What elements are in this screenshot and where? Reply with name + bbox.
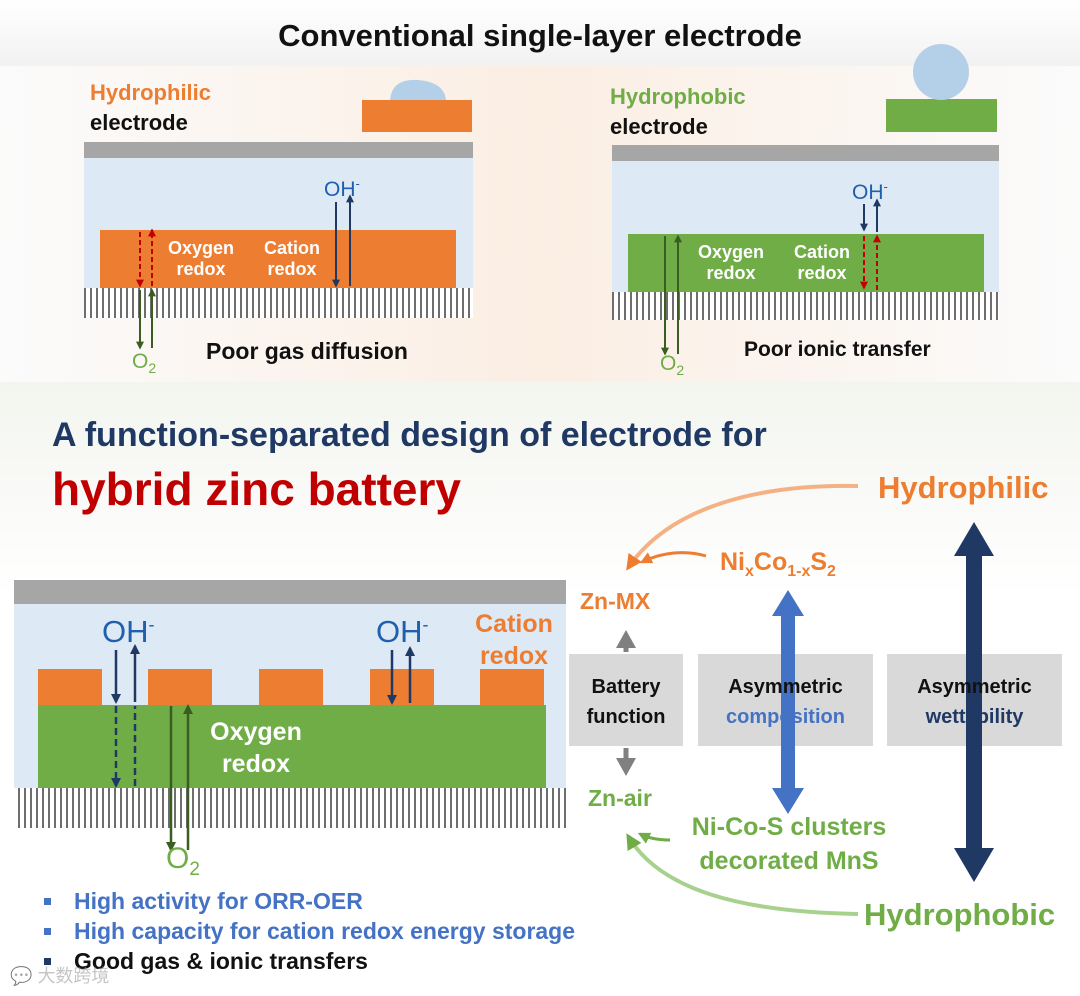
composition-arrowhead-up [772, 590, 804, 616]
poor-gas-diffusion-caption: Poor gas diffusion [206, 338, 408, 364]
zn-mx-label: Zn-MX [580, 588, 651, 614]
hydroxide-label: OH- [376, 614, 429, 649]
bullet-square-icon [44, 898, 51, 905]
cation-redox-block [259, 669, 323, 705]
page-title: Conventional single-layer electrode [278, 18, 802, 53]
design-heading: A function-separated design of electrode… [52, 416, 767, 454]
cation-redox-block [38, 669, 102, 705]
hydrophilic-electrode-diagram [84, 79, 473, 350]
current-collector-bar [84, 142, 473, 158]
hydrophilic-to-znmx-arrow [626, 483, 859, 571]
hydroxide-label: OH- [852, 179, 888, 204]
oxygen-gas-label: O2 [660, 352, 685, 379]
composition-arrow-shaft [781, 612, 795, 792]
oxygen-gas-label: O2 [166, 842, 200, 880]
catalyst-layer [628, 234, 984, 292]
relations-diagram [569, 483, 1062, 916]
zn-air-label: Zn-air [588, 785, 652, 811]
clusters-to-znair-arrow [637, 832, 671, 844]
top-band [0, 0, 1080, 70]
hydrophilic-label: Hydrophilic [878, 470, 1049, 505]
poor-ionic-transfer-caption: Poor ionic transfer [744, 338, 931, 361]
function-separated-electrode-diagram [14, 580, 566, 852]
wettability-arrowhead-up [954, 522, 994, 556]
hydrophilic-droplet [390, 79, 446, 100]
hydrophilic-label: Hydrophilic [90, 80, 212, 105]
chat-bubble-icon: 💬 [10, 966, 33, 986]
battery-function-box [569, 654, 683, 746]
bullet-square-icon [44, 928, 51, 935]
hydroxide-label: OH- [324, 176, 360, 201]
current-collector-bar [14, 580, 566, 604]
cation-redox-block [480, 669, 544, 705]
gas-diffusion-layer [612, 292, 999, 320]
wettability-arrow-shaft [966, 552, 982, 852]
wettability-arrowhead-down [954, 848, 994, 882]
hydrophobic-label: Hydrophobic [610, 84, 746, 109]
nicos2-formula: NixCo1-xS2 [720, 548, 836, 580]
oxygen-gas-label: O2 [132, 350, 157, 377]
hydrophobic-sample-block [886, 99, 997, 132]
hydrophilic-sample-block [362, 100, 472, 132]
electrode-label: electrode [610, 114, 708, 139]
gas-diffusion-layer [14, 788, 566, 828]
current-collector-bar [612, 145, 999, 161]
hydrophobic-droplet [913, 44, 969, 100]
electrode-label: electrode [90, 110, 188, 135]
gray-arrowhead-up [616, 630, 636, 648]
cation-redox-block [370, 669, 434, 705]
oxygen-redox-layer [38, 705, 546, 788]
hydrophobic-electrode-diagram [612, 44, 999, 356]
watermark: 💬 大数跨境 [10, 966, 110, 986]
hydrophobic-label: Hydrophobic [864, 897, 1056, 932]
design-subheading: hybrid zinc battery [52, 463, 461, 515]
gas-diffusion-layer [84, 288, 473, 318]
bullet-square-icon [44, 958, 51, 965]
hydroxide-label: OH- [102, 614, 155, 649]
nicos2-to-znmx-arrow [639, 551, 707, 564]
gray-arrowhead-down [616, 758, 636, 776]
composition-arrowhead-down [772, 788, 804, 814]
catalyst-layer [100, 230, 456, 288]
hydrophobic-to-znair-arrow [626, 833, 859, 916]
cation-redox-block [148, 669, 212, 705]
